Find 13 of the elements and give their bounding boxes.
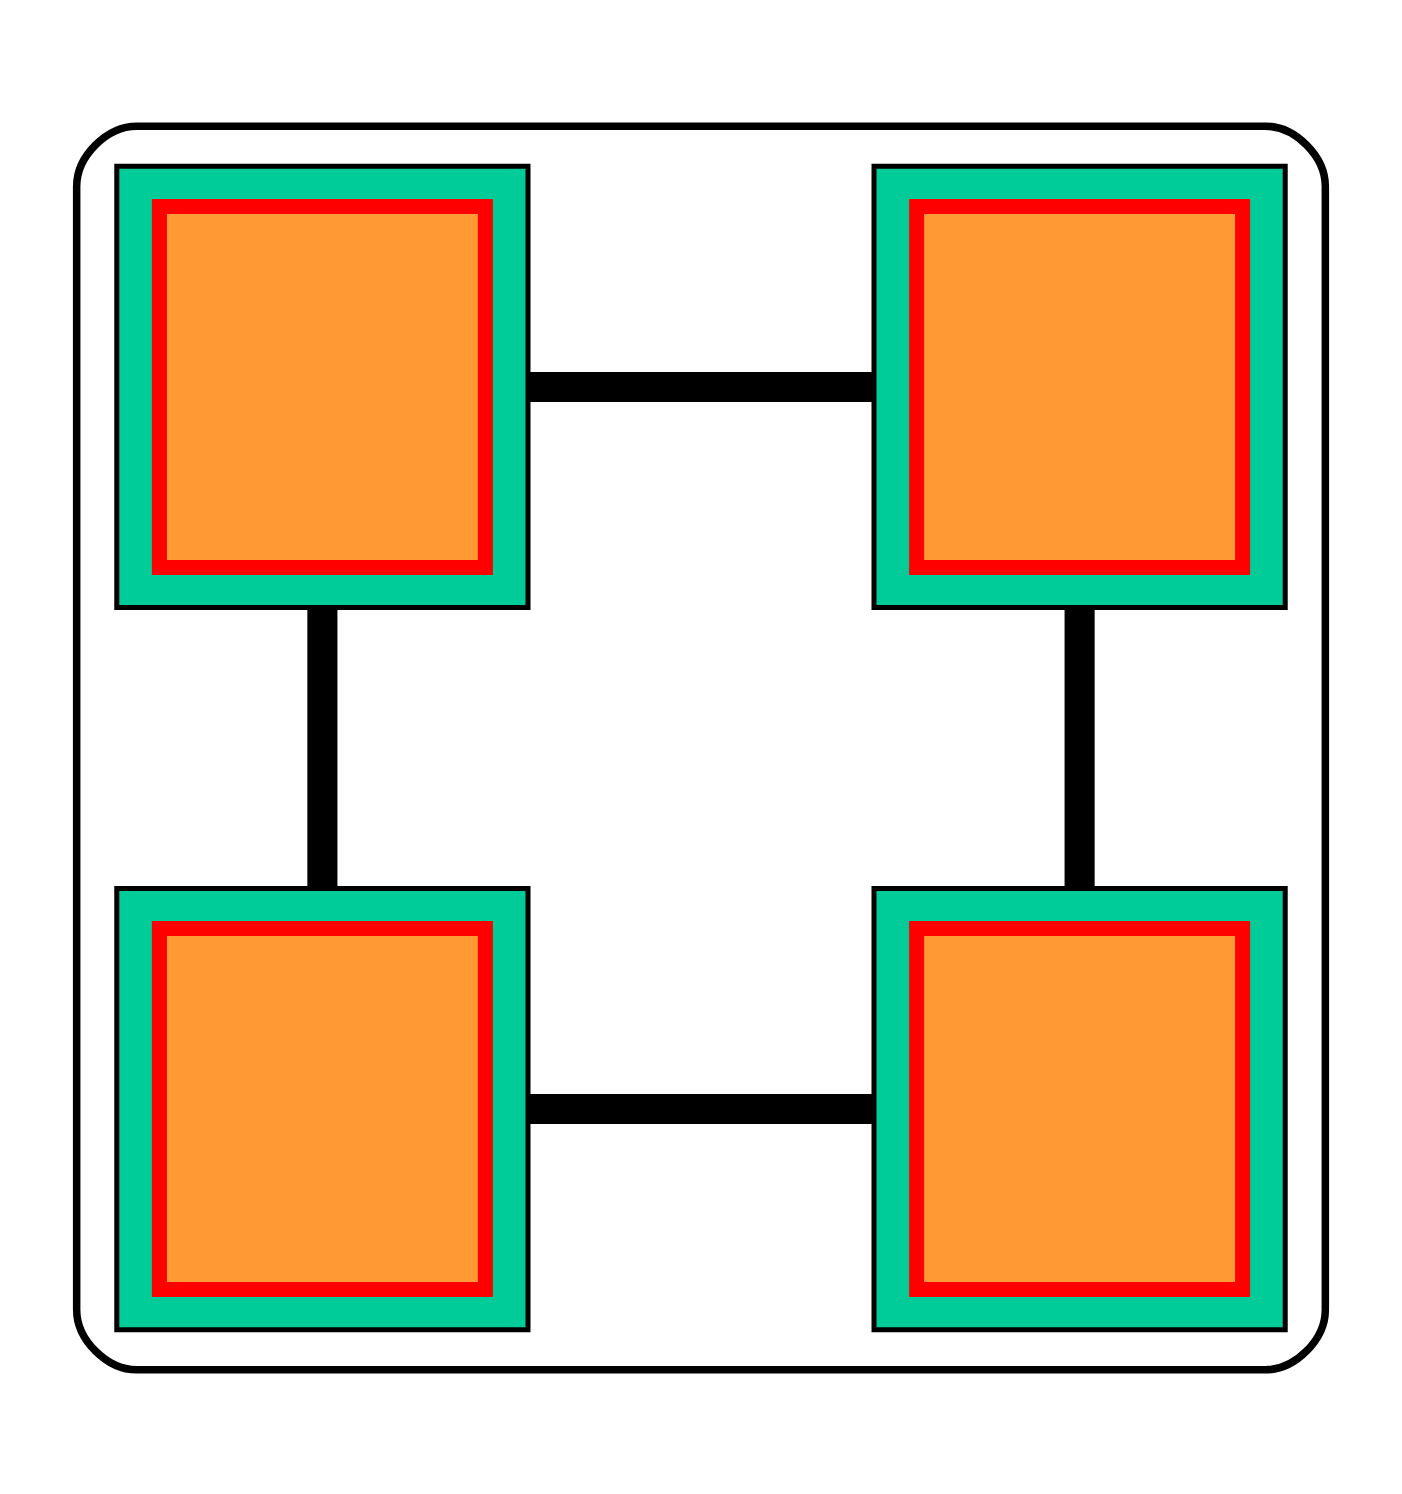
connector — [1064, 606, 1095, 888]
node-box — [151, 197, 493, 574]
cluster — [114, 884, 531, 1332]
node-box — [151, 920, 493, 1297]
cluster — [871, 162, 1288, 610]
cluster — [114, 162, 531, 610]
connector — [307, 606, 338, 888]
connector — [528, 370, 874, 401]
node-box — [909, 920, 1251, 1297]
node-box — [909, 197, 1251, 574]
cluster — [72, 121, 1330, 1373]
connector — [528, 1093, 874, 1124]
cluster — [871, 884, 1288, 1332]
